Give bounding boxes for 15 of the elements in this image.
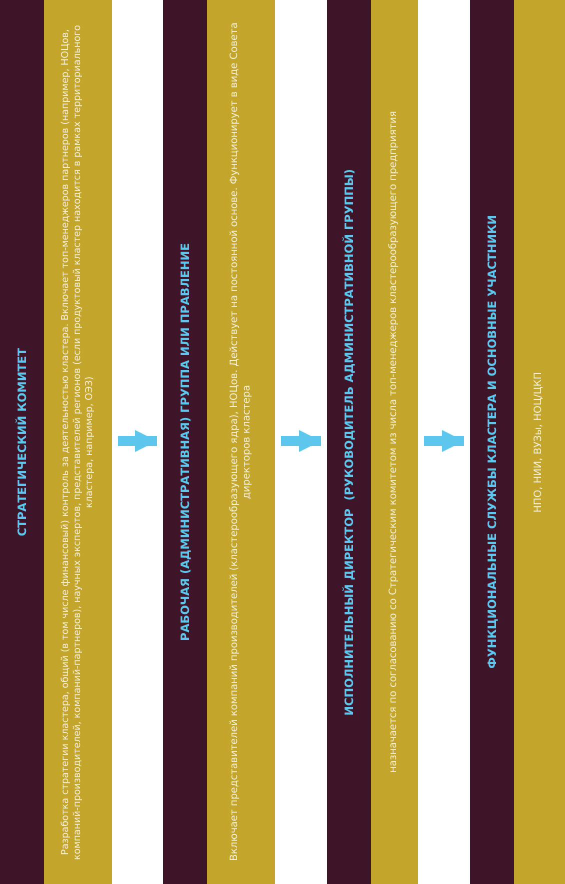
stage-description: Разработка стратегии кластера, общий (в том числе финансовый) контроль за деятельностью кластера. Включает топ-менеджеров партнеров (например, НОЦов, компаний-производителей, компаний-партнеров), научных экспертов, представителей регионов (если продуктовый кластер находится в рамках территориального кластера, например, ОЭЗ): [60, 23, 96, 862]
stage-band: [163, 0, 275, 884]
stage-description: НПО, НИИ, ВУЗы, НОЦ/ЦКП: [533, 372, 546, 512]
stage-band: [470, 0, 565, 884]
block-arrow: [424, 430, 464, 452]
stage-band: [327, 0, 418, 884]
stage-title: ИСПОЛНИТЕЛЬНЫЙ ДИРЕКТОР (РУКОВОДИТЕЛЬ АДМИНИСТРАТИВНОЙ ГРУППЫ): [342, 168, 356, 716]
block-arrow: [118, 430, 157, 452]
stage-title: ФУНКЦИОНАЛЬНЫЕ СЛУЖБЫ КЛАСТЕРА И ОСНОВНЫЕ УЧАСТНИКИ: [484, 215, 500, 669]
stage-description: назначается по согласованию со Стратегическим комитетом из числа топ-менеджеров кластерообразующего предприятия: [388, 111, 400, 773]
stage-title: РАБОЧАЯ (АДМИНИСТРАТИВНАЯ) ГРУППА ИЛИ ПРАВЛЕНИЕ: [178, 243, 192, 641]
block-arrow: [281, 430, 321, 452]
stage-description: Включает представителей компаний производителей (кластерообразующего ядра), НОЦов. Действует на постоянной основе. Функционирует в виде Совета директоров кластера: [228, 22, 253, 864]
stage-title: СТРАТЕГИЧЕСКИЙ КОМИТЕТ: [14, 348, 30, 536]
stage-band: [0, 0, 112, 884]
